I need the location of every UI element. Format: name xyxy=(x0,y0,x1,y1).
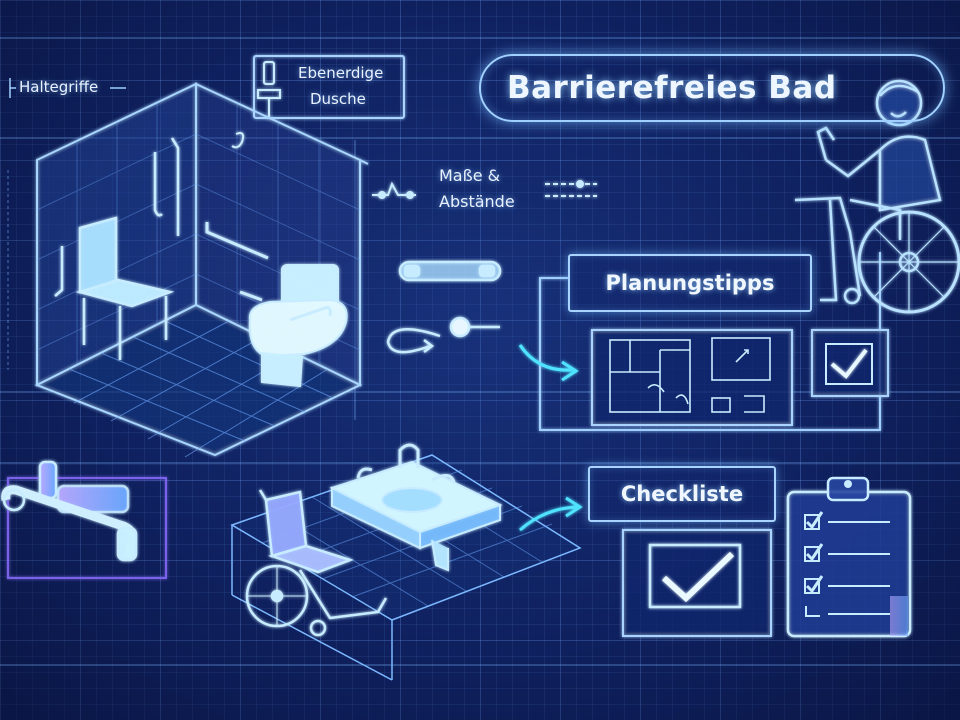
checklist-connector xyxy=(519,496,583,532)
title-box: Barrierefreies Bad xyxy=(479,54,945,122)
floor-plan-icon xyxy=(591,329,793,426)
dimensions-label-line1: Maße & xyxy=(439,166,501,185)
shower-label-line1: Ebenerdige xyxy=(298,64,384,82)
sink-icon xyxy=(329,443,503,572)
wall-grab-bar-icon xyxy=(205,222,269,302)
checklist-label: Checkliste xyxy=(620,482,744,506)
planning-tips-box: Planungstipps xyxy=(568,254,812,312)
shower-chair-icon xyxy=(54,216,175,360)
clipboard-checklist-icon xyxy=(786,476,912,638)
rail-icon xyxy=(1,460,167,579)
loop-arrow-icon xyxy=(386,316,500,354)
grab-bars-callout xyxy=(9,78,126,98)
dimension-icons xyxy=(372,180,597,199)
grab-bar-icon xyxy=(398,260,502,282)
toilet-icon xyxy=(248,264,348,388)
checklist-box: Checkliste xyxy=(588,466,776,522)
wheelchair-icon xyxy=(245,489,388,637)
planning-tips-label: Planungstipps xyxy=(605,271,775,295)
dimensions-label-line2: Abstände xyxy=(439,192,515,211)
checklist-check-icon xyxy=(622,529,772,637)
shower-label-box xyxy=(253,55,405,119)
person-wheelchair-icon xyxy=(794,79,960,314)
shower-head-icon xyxy=(153,137,180,236)
shower-label-line2: Dusche xyxy=(310,90,366,108)
grab-bars-label: Haltegriffe xyxy=(19,78,99,96)
shower-label-icon xyxy=(231,61,281,149)
planning-check-icon xyxy=(811,329,889,397)
floor-tiles xyxy=(68,320,334,458)
page-title: Barrierefreies Bad xyxy=(507,70,837,106)
